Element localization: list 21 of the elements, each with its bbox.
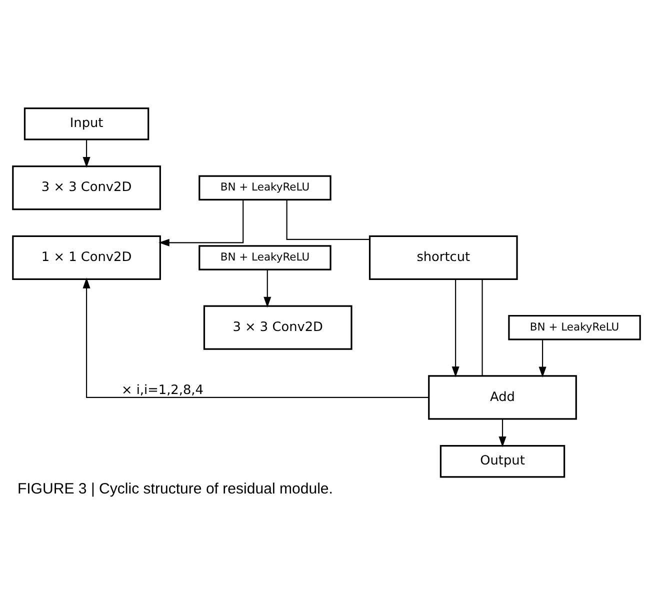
arrow bbox=[264, 270, 272, 308]
node-box: 1 × 1 Conv2D bbox=[12, 235, 161, 280]
node-box: 3 × 3 Conv2D bbox=[12, 166, 161, 210]
node-box: BN + LeakyReLU bbox=[198, 245, 332, 270]
node-box: 3 × 3 Conv2D bbox=[203, 305, 352, 350]
arrow bbox=[82, 278, 429, 398]
node-box: shortcut bbox=[368, 235, 518, 280]
edge-label: × i,i=1,2,8,4 bbox=[121, 382, 204, 398]
node-box: BN + LeakyReLU bbox=[198, 175, 332, 200]
arrow bbox=[538, 339, 546, 378]
caption: FIGURE 3 | Cyclic structure of residual module. bbox=[17, 480, 333, 498]
arrow bbox=[82, 140, 90, 168]
connector bbox=[286, 200, 370, 240]
node-box: Input bbox=[24, 108, 150, 140]
connector bbox=[482, 279, 483, 376]
arrow bbox=[158, 200, 244, 246]
node-box: Output bbox=[440, 445, 566, 478]
arrow bbox=[452, 279, 460, 378]
node-box: Add bbox=[428, 375, 577, 420]
node-box: BN + LeakyReLU bbox=[508, 314, 641, 340]
arrow bbox=[498, 419, 506, 448]
